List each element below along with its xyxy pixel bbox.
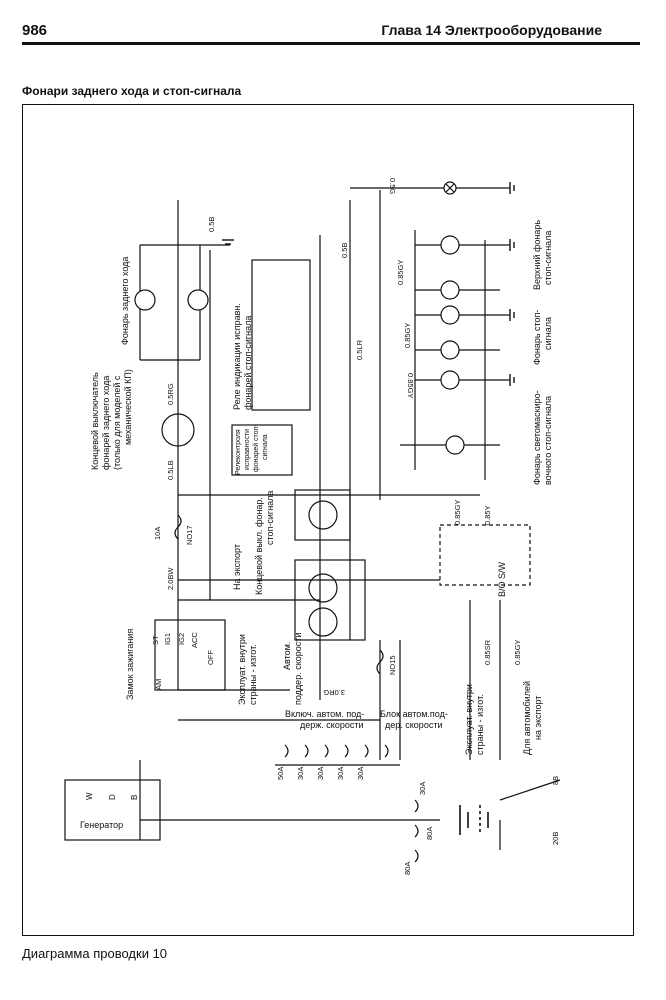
label-domestic-1: Эксплуат. внутри — [237, 634, 247, 705]
fuse-no15: NO15 — [388, 655, 397, 675]
label-domestic-b1: Эксплуат. внутри — [464, 684, 474, 755]
label-cruise-unit-1: Блок автом.под- — [380, 709, 448, 719]
label-reverse-switch-2: фонарей заднего хода — [101, 376, 111, 470]
wire-085gy-e: 0.85GY — [513, 640, 522, 665]
wire-8b: 8B — [551, 776, 560, 785]
fuse-30a-2: 30A — [316, 767, 325, 780]
wire-05srg: 0.5RG — [166, 383, 175, 405]
fuse-10a: 10A — [153, 527, 162, 540]
switch-icons — [161, 413, 338, 637]
label-reverse-switch-1: Концевой выключатель — [90, 372, 100, 470]
ign-ig2: IG2 — [177, 633, 186, 645]
label-export: На экспорт — [232, 544, 242, 590]
fuse-icons — [174, 514, 419, 863]
label-cruise-unit-2: дер. скорости — [385, 720, 442, 730]
page-number: 986 — [22, 22, 48, 39]
wire-085sr: 0.85SR — [483, 639, 492, 665]
page-header: 986 Глава 14 Электрооборудование — [22, 22, 640, 45]
wire-085gy-a: 0.85GY — [396, 260, 405, 285]
chapter-title: Глава 14 Электрооборудование — [381, 22, 602, 38]
wire-05g: 0.5G — [388, 178, 397, 194]
label-bo-sw: B/O S/W — [497, 561, 507, 597]
ign-st: ST — [151, 635, 160, 645]
fuse-50a: 50A — [276, 767, 285, 780]
label-domestic-b2: страны - изгот. — [475, 694, 485, 755]
diagram-title: Фонари заднего хода и стоп-сигнала — [22, 84, 242, 98]
ign-off: OFF — [206, 650, 215, 665]
label-ignition: Замок зажигания — [125, 629, 135, 700]
wire-30rg: 3.0RG — [323, 688, 345, 697]
label-export-b2: на экспорт — [533, 696, 543, 740]
wire-085gy-d: 0.85GY — [453, 500, 462, 525]
lamp-icons — [134, 181, 465, 455]
gen-w: W — [85, 792, 94, 800]
wire-2ow: 2.0BW — [166, 567, 175, 590]
wire-05lb: 0.5LB — [166, 460, 175, 480]
fuse-80a-2: 80A — [403, 862, 412, 875]
wire-05lr: 0.5LR — [355, 339, 364, 360]
wire-085gy-c: 0.85GY — [406, 373, 415, 398]
wire-20b: 20B — [551, 832, 560, 845]
ign-am: AM — [154, 679, 163, 690]
label-led-brake-1: Фонарь светомаскиро- — [532, 390, 542, 485]
fuse-no17: NO17 — [185, 525, 194, 545]
gen-b: B — [130, 795, 139, 800]
label-relay-1: Реле индикации исправн. — [232, 303, 242, 410]
ground-icons — [222, 182, 515, 386]
label-export-b1: Для автомобилей — [522, 681, 532, 755]
label-reverse-switch-3: (только для моделей с — [112, 375, 122, 470]
label-auto-speed-2: поддер. скорости — [293, 633, 303, 705]
label-brake-switch-2: стоп-сигнала — [265, 491, 275, 545]
fuse-30a-3: 30A — [336, 767, 345, 780]
ign-ig1: IG1 — [163, 633, 172, 645]
label-domestic-2: страны - изгот. — [248, 644, 258, 705]
modules — [64, 259, 531, 841]
wire-05b-mid: 0.5B — [340, 243, 349, 258]
gen-d: D — [108, 794, 117, 800]
label-brake-lamp-1: Фонарь стоп- — [532, 310, 542, 365]
label-brake-lamp-2: сигнала — [543, 317, 553, 350]
label-upper-brake-1: Верхний фонарь — [532, 220, 542, 290]
label-cruise-on-1: Включ. автом. под- — [285, 709, 364, 719]
label-relay-2: фонарей стоп-сигнала — [243, 316, 253, 410]
ign-acc: ACC — [190, 632, 199, 648]
wire-05b-top: 0.5B — [207, 217, 216, 232]
label-relay-control-1: Релеконтроля — [235, 429, 242, 475]
label-relay-control-4: сигнала — [262, 434, 269, 460]
label-brake-switch-1: Концевой выкл. фонар. — [254, 497, 264, 595]
label-cruise-on-2: держ. скорости — [300, 720, 364, 730]
wire-085y: 0.85Y — [483, 505, 492, 525]
footer-caption: Диаграмма проводки 10 — [22, 946, 168, 961]
fuse-30a-4: 30A — [356, 767, 365, 780]
wire-085gy-b: 0.85GY — [403, 323, 412, 348]
diagram-frame — [22, 104, 634, 936]
label-auto-speed-1: Автом. — [282, 642, 292, 670]
wires — [139, 187, 561, 850]
fuse-30a-1: 30A — [296, 767, 305, 780]
battery-icon — [459, 805, 489, 835]
label-generator: Генератор — [80, 820, 123, 830]
label-relay-control-3: фонарей стоп- — [252, 424, 260, 472]
fuse-30a-5: 30A — [418, 782, 427, 795]
label-reverse-switch-4: механической КП) — [123, 369, 133, 445]
fuse-80a-1: 80A — [425, 827, 434, 840]
label-led-brake-2: вочного стоп-сигнала — [543, 396, 553, 485]
label-relay-control-2: исправности — [244, 429, 251, 470]
label-reverse-lamp: Фонарь заднего хода — [120, 257, 130, 345]
label-upper-brake-2: стоп-сигнала — [543, 231, 553, 285]
